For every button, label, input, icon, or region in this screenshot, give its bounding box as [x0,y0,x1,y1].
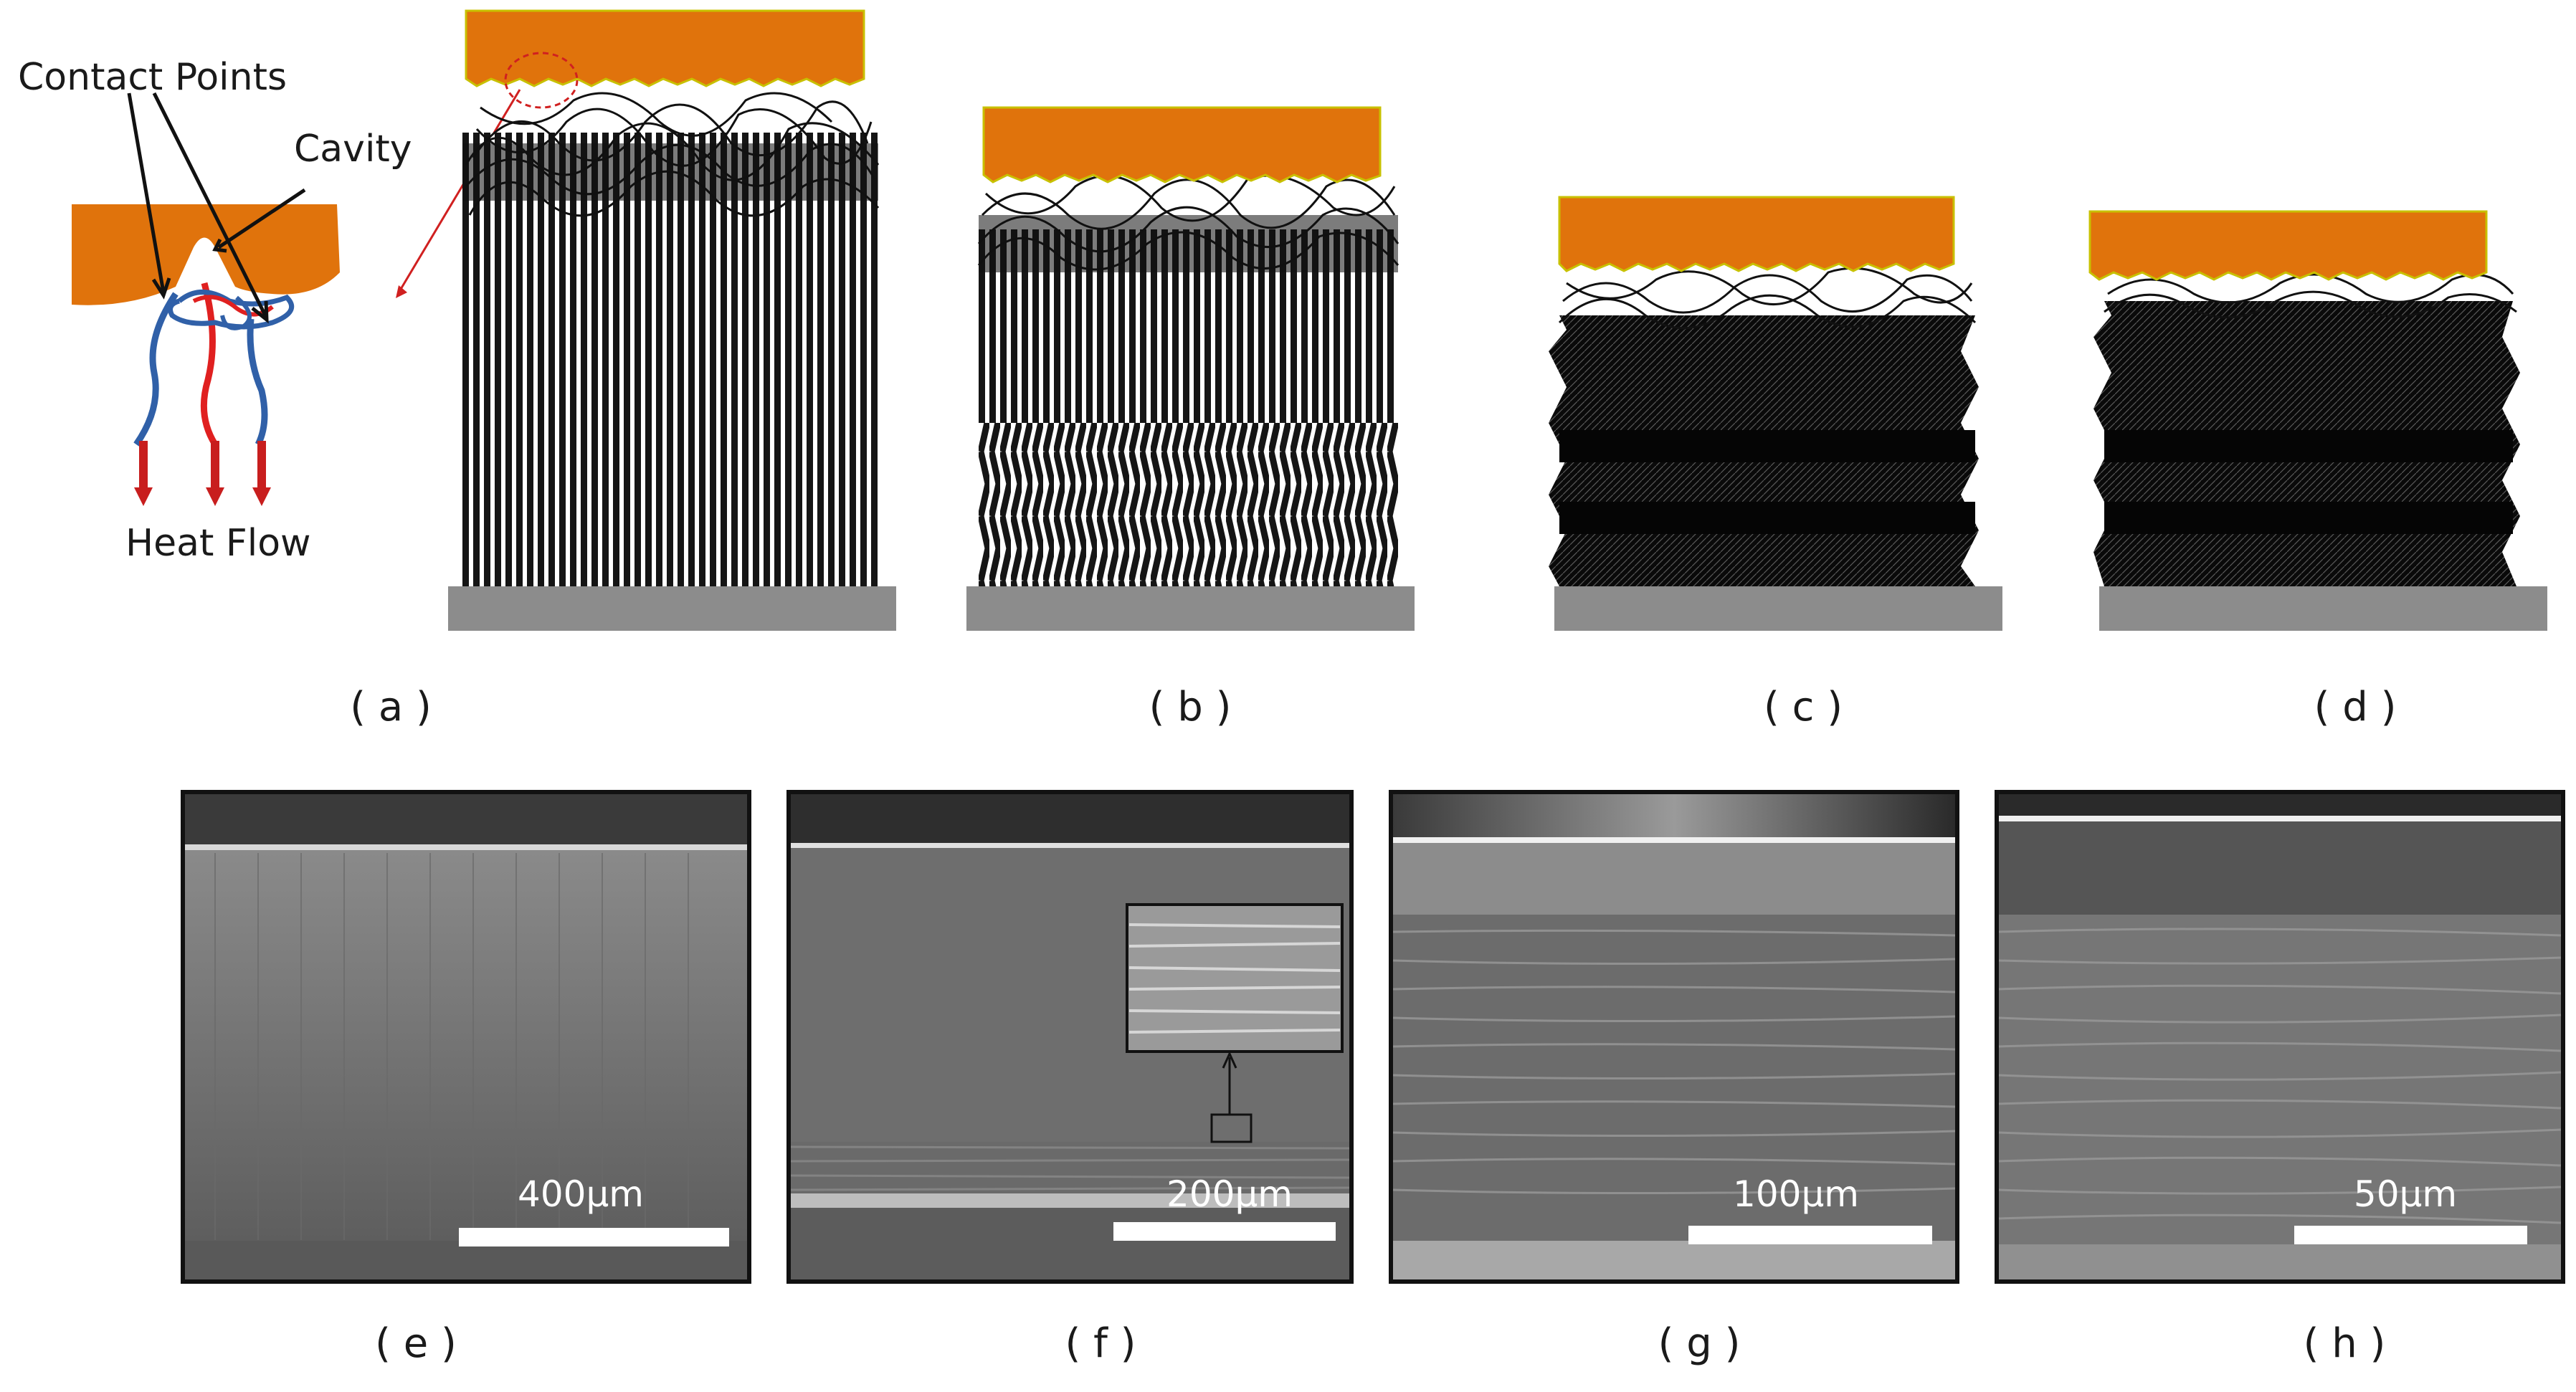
entangled-tips [1558,267,1977,330]
zoom-inset [1126,903,1344,1053]
scale-bar-label: 400μm [518,1173,644,1215]
scale-bar [459,1228,729,1246]
substrate [2099,586,2547,631]
heat-sink-cross-section [72,204,340,305]
cnt-tangle-red [192,295,274,317]
zoom-region-box [1210,1113,1253,1143]
layered-region [1998,928,2562,1224]
layered-region [790,1145,1350,1191]
dark-fold-band [1559,430,1975,462]
panel-e-label: ( e ) [375,1320,457,1367]
panel-b-label: ( b ) [1149,684,1232,730]
scale-bar-label: 50μm [2354,1173,2457,1215]
panel-g-sem-image: 100μm [1389,790,1959,1284]
contact-schematic: Contact Points Cavity Heat Flow [18,56,521,565]
panel-f-sem-image: 200μm [786,790,1354,1284]
heat-flow-label: Heat Flow [125,522,311,565]
substrate [1554,586,2002,631]
cnt-tangle [168,290,295,330]
zoom-inset-layers [1128,923,1341,1034]
panel-b-schematic: ( b ) [966,106,1415,730]
pointer-arrows [127,92,306,324]
cnt-tangle [220,295,252,330]
cnt-strand-blue [247,318,268,447]
heat-sink [1558,196,1955,272]
panel-h-sem-image: 50μm [1995,790,2565,1284]
scale-bar [1113,1222,1336,1241]
panel-e-sem-image: 400μm [181,790,751,1284]
dense-tip-layer [979,215,1398,272]
buckled-cnt-array [979,423,1398,586]
cnt-strand-red [200,282,218,447]
contact-points-label: Contact Points [18,56,287,99]
scale-bar-label: 200μm [1166,1173,1293,1215]
heat-sink [982,106,1382,183]
panel-h-label: ( h ) [2304,1320,2386,1367]
panel-f-label: ( f ) [1065,1320,1136,1367]
substrate [448,586,896,631]
fiber-striations [214,853,689,1240]
scale-bar [1688,1226,1932,1244]
dense-tip-layer [462,143,878,201]
vertical-cnt-array [462,133,878,586]
substrate [966,586,1415,631]
panel-g-label: ( g ) [1658,1320,1741,1367]
contact-highlight [504,52,579,109]
panel-c-label: ( c ) [1764,684,1843,730]
panel-c-schematic: ( c ) [1549,196,2002,730]
heat-sink [2088,210,2488,281]
panel-a-schematic: ( a ) [350,9,896,730]
scale-bar-label: 100μm [1733,1173,1859,1215]
panel-a-label: ( a ) [350,684,432,730]
zoom-arrow [396,89,521,295]
cavity-label: Cavity [294,128,412,171]
cnt-strand-blue [133,292,179,447]
heat-flow-arrows [134,441,271,506]
dark-fold-band [1559,502,1975,534]
panel-d-schematic: ( d ) [2088,210,2547,730]
layered-region [1392,929,1956,1195]
panel-d-label: ( d ) [2314,684,2397,730]
dark-fold-band [2104,430,2513,462]
dark-fold-band [2104,502,2513,534]
scale-bar [2294,1226,2527,1244]
heat-sink [465,9,865,87]
